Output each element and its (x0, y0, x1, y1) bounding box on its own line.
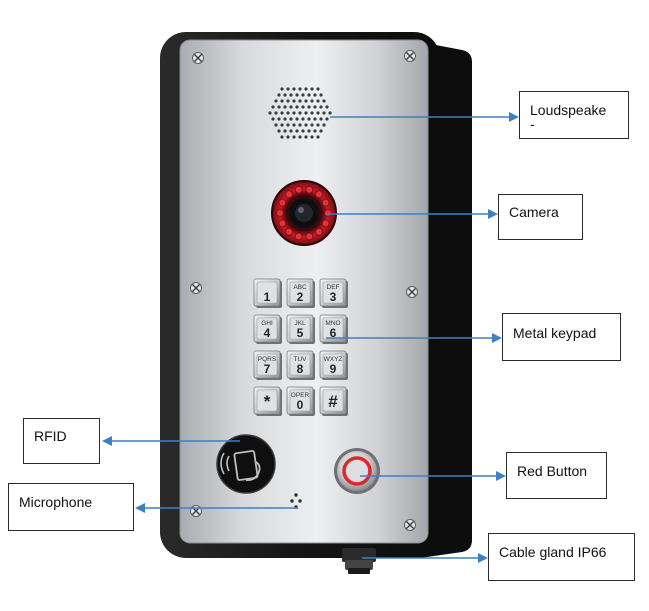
key-digit: 0 (297, 398, 304, 412)
key-letters: ABC (293, 284, 307, 291)
key-digit: 9 (330, 362, 337, 376)
label-camera: Camera (498, 194, 583, 240)
key-letters: MNO (325, 320, 340, 327)
key-letters: OPER (291, 392, 310, 399)
metal-keypad: 1ABC2DEF3GHI4JKL5MNO6PQRS7TUV8WXYZ9*OPER… (253, 278, 348, 416)
screw-icon (190, 505, 202, 517)
rfid-card-icon[interactable] (216, 434, 276, 494)
callout-arrows (102, 112, 519, 563)
key-letters: WXYZ (324, 356, 343, 363)
key-digit: 7 (264, 362, 271, 376)
key-digit: 2 (297, 290, 304, 304)
screw-icon (190, 282, 202, 294)
key-digit: 1 (264, 290, 271, 304)
label-cable-gland: Cable gland IP66 (488, 533, 635, 581)
key-letters: JKL (294, 320, 306, 327)
key-digit: 5 (297, 326, 304, 340)
key-letters: GHI (261, 320, 273, 327)
label-microphone: Microphone (8, 483, 134, 531)
red-push-button-icon[interactable] (334, 448, 380, 494)
keypad-key[interactable]: # (319, 386, 348, 416)
key-letters: DEF (327, 284, 340, 291)
label-loudspeaker: Loudspeake - (519, 91, 629, 139)
speaker-grille-icon (268, 87, 332, 139)
screw-icon (404, 519, 416, 531)
key-letters: TUV (294, 356, 308, 363)
key-digit: 3 (330, 290, 337, 304)
screw-icon (406, 286, 418, 298)
screw-icon (192, 52, 204, 64)
screws (190, 50, 418, 531)
keypad-key[interactable]: 1 (253, 278, 282, 308)
screw-icon (404, 50, 416, 62)
key-letters: PQRS (258, 356, 277, 363)
key-digit: # (328, 392, 338, 411)
key-digit: * (264, 392, 271, 411)
label-red-button: Red Button (506, 452, 607, 499)
label-keypad: Metal keypad (502, 313, 621, 361)
label-rfid: RFID (23, 418, 100, 464)
key-digit: 8 (297, 362, 304, 376)
key-digit: 6 (330, 326, 337, 340)
key-digit: 4 (264, 326, 271, 340)
keypad-key[interactable]: * (253, 386, 282, 416)
camera-lens-icon (271, 180, 337, 246)
cable-gland-icon (342, 548, 376, 574)
